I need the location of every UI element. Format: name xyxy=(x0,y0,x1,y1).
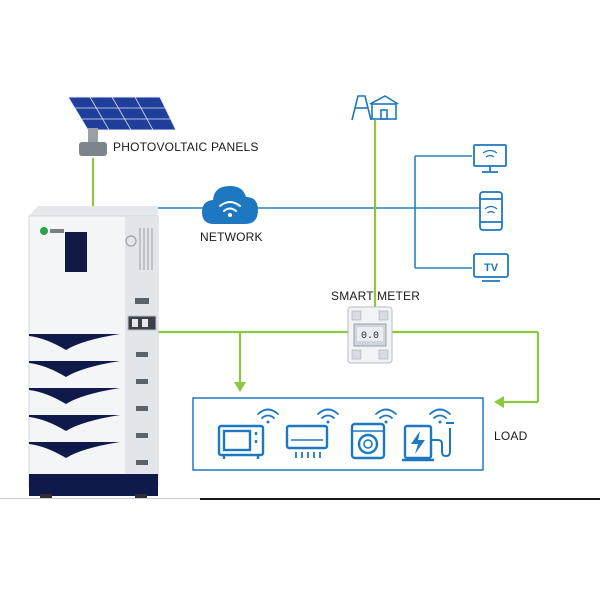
utility-grid-icon xyxy=(351,95,399,121)
photovoltaic-panels-label: PHOTOVOLTAIC PANELS xyxy=(113,140,259,154)
battery-display xyxy=(65,232,87,272)
solar-panel-icon xyxy=(67,96,177,156)
smart-meter-label: SMART METER xyxy=(331,289,421,303)
network-cloud-icon xyxy=(202,186,258,224)
arrow-to-load-left xyxy=(234,382,246,392)
washing-machine-icon xyxy=(350,422,386,460)
load-wifi-icons xyxy=(257,408,451,424)
smartphone-icon xyxy=(479,191,503,231)
battery-logo xyxy=(40,227,48,235)
bottom-divider xyxy=(0,498,600,500)
meter-display-value: 0.0 xyxy=(361,331,379,342)
network-label: NETWORK xyxy=(200,230,263,244)
battery-storage-unit xyxy=(28,206,159,498)
tv-icon-label: TV xyxy=(484,262,499,274)
battery-base xyxy=(29,474,158,496)
load-label: LOAD xyxy=(494,429,528,443)
arrow-to-load-right xyxy=(494,396,504,408)
smart-meter-icon: 0.0 xyxy=(347,306,393,364)
ev-charger-icon xyxy=(402,422,454,462)
monitor-icon xyxy=(473,144,507,173)
tv-icon: TV xyxy=(473,253,509,282)
power-lines xyxy=(91,120,540,404)
microwave-icon xyxy=(217,424,265,459)
air-conditioner-icon xyxy=(285,424,329,458)
battery-vent xyxy=(125,235,137,247)
